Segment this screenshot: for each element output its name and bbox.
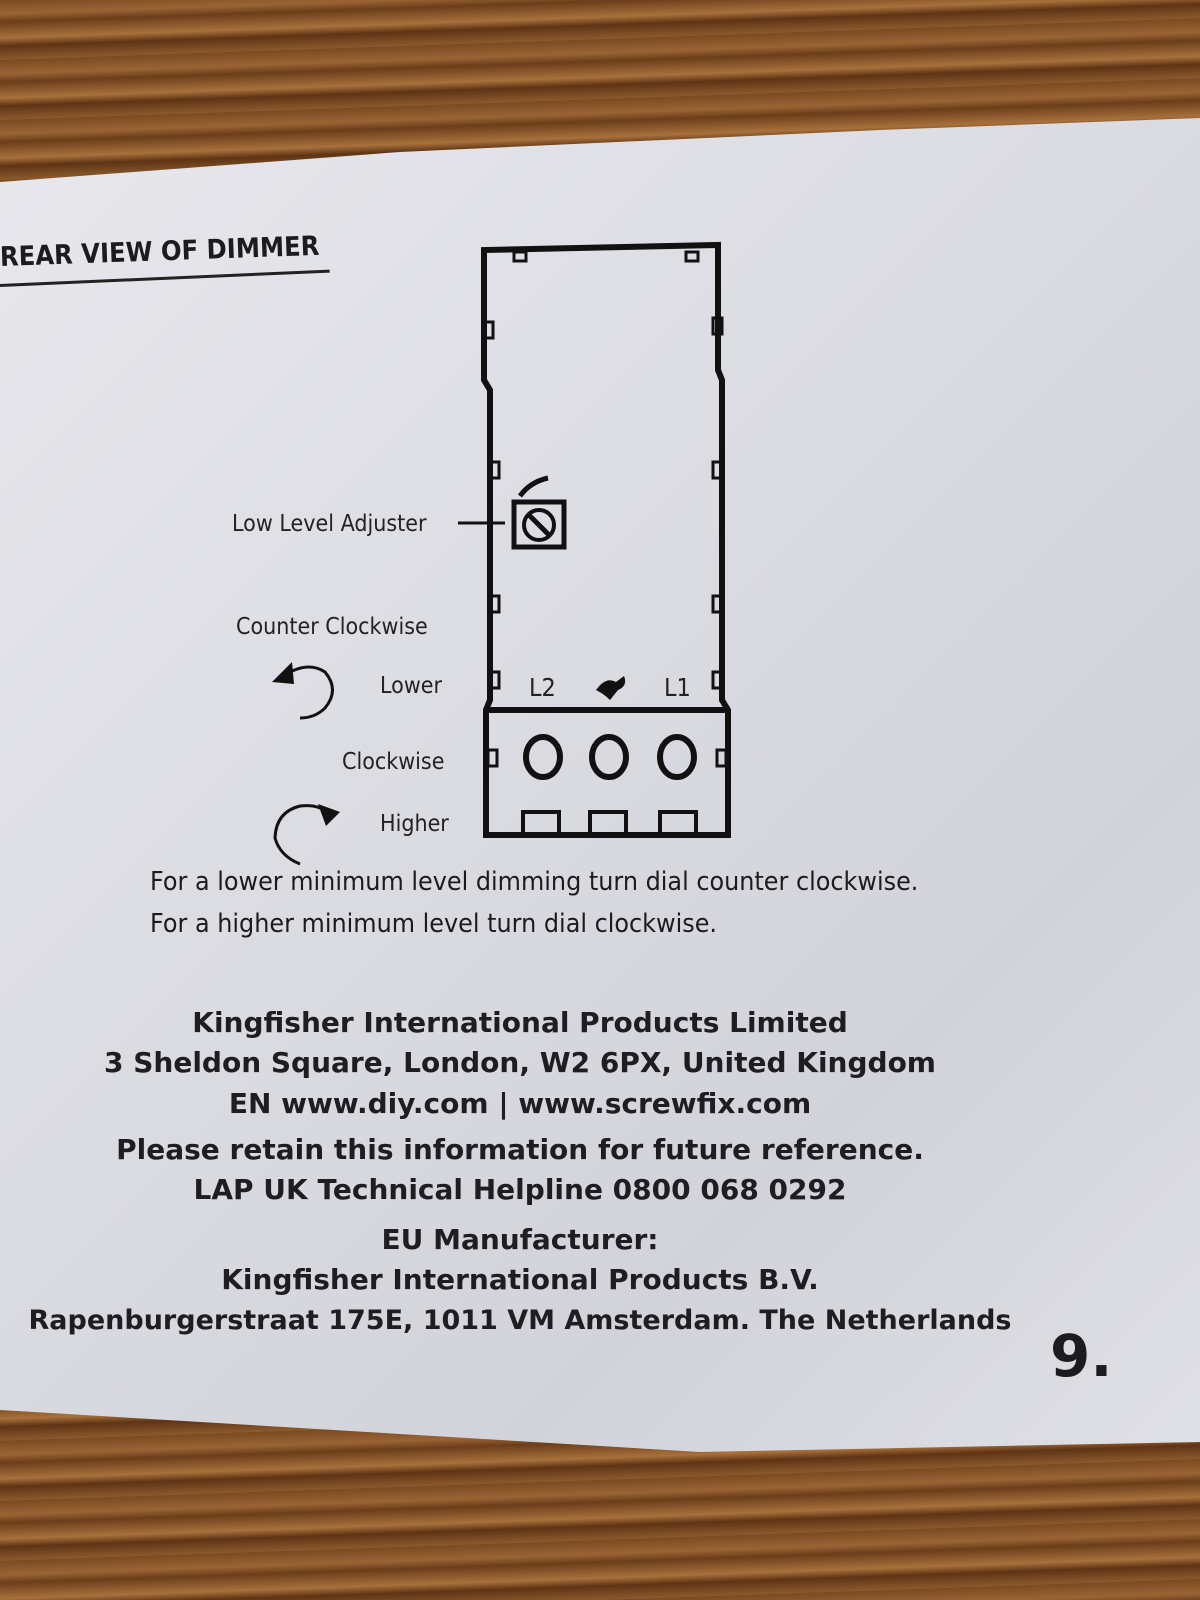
counter-clockwise-label: Counter Clockwise (236, 614, 428, 640)
earth-symbol-icon (596, 676, 626, 700)
clockwise-label: Clockwise (342, 749, 445, 775)
lower-label: Lower (380, 673, 443, 699)
terminal-l1-label: L1 (664, 673, 691, 702)
terminal-screws (523, 734, 697, 780)
retain-notice: Please retain this information for futur… (116, 1133, 924, 1166)
terminal-l2-label: L2 (529, 673, 556, 702)
company-address: 3 Sheldon Square, London, W2 6PX, United… (104, 1046, 936, 1079)
low-level-adjuster-label: Low Level Adjuster (232, 511, 427, 537)
company-websites: EN www.diy.com | www.screwfix.com (228, 1087, 812, 1120)
eu-manufacturer-label: EU Manufacturer: (381, 1223, 659, 1256)
eu-manufacturer-name: Kingfisher International Products B.V. (221, 1263, 819, 1296)
dimmer-outline (481, 241, 731, 838)
technical-helpline: LAP UK Technical Helpline 0800 068 0292 (193, 1173, 847, 1206)
higher-label: Higher (380, 811, 449, 837)
counter-clockwise-arrow-icon (289, 665, 334, 720)
page-number: 9. (1050, 1322, 1113, 1390)
low-level-adjuster-dial (458, 475, 567, 550)
instruction-lower: For a lower minimum level dimming turn d… (150, 867, 919, 897)
clockwise-arrow-icon (273, 804, 328, 866)
eu-manufacturer-address: Rapenburgerstraat 175E, 1011 VM Amsterda… (28, 1305, 1012, 1336)
instruction-higher: For a higher minimum level turn dial clo… (150, 909, 718, 939)
company-name: Kingfisher International Products Limite… (192, 1006, 848, 1039)
terminal-clamps (521, 810, 698, 836)
